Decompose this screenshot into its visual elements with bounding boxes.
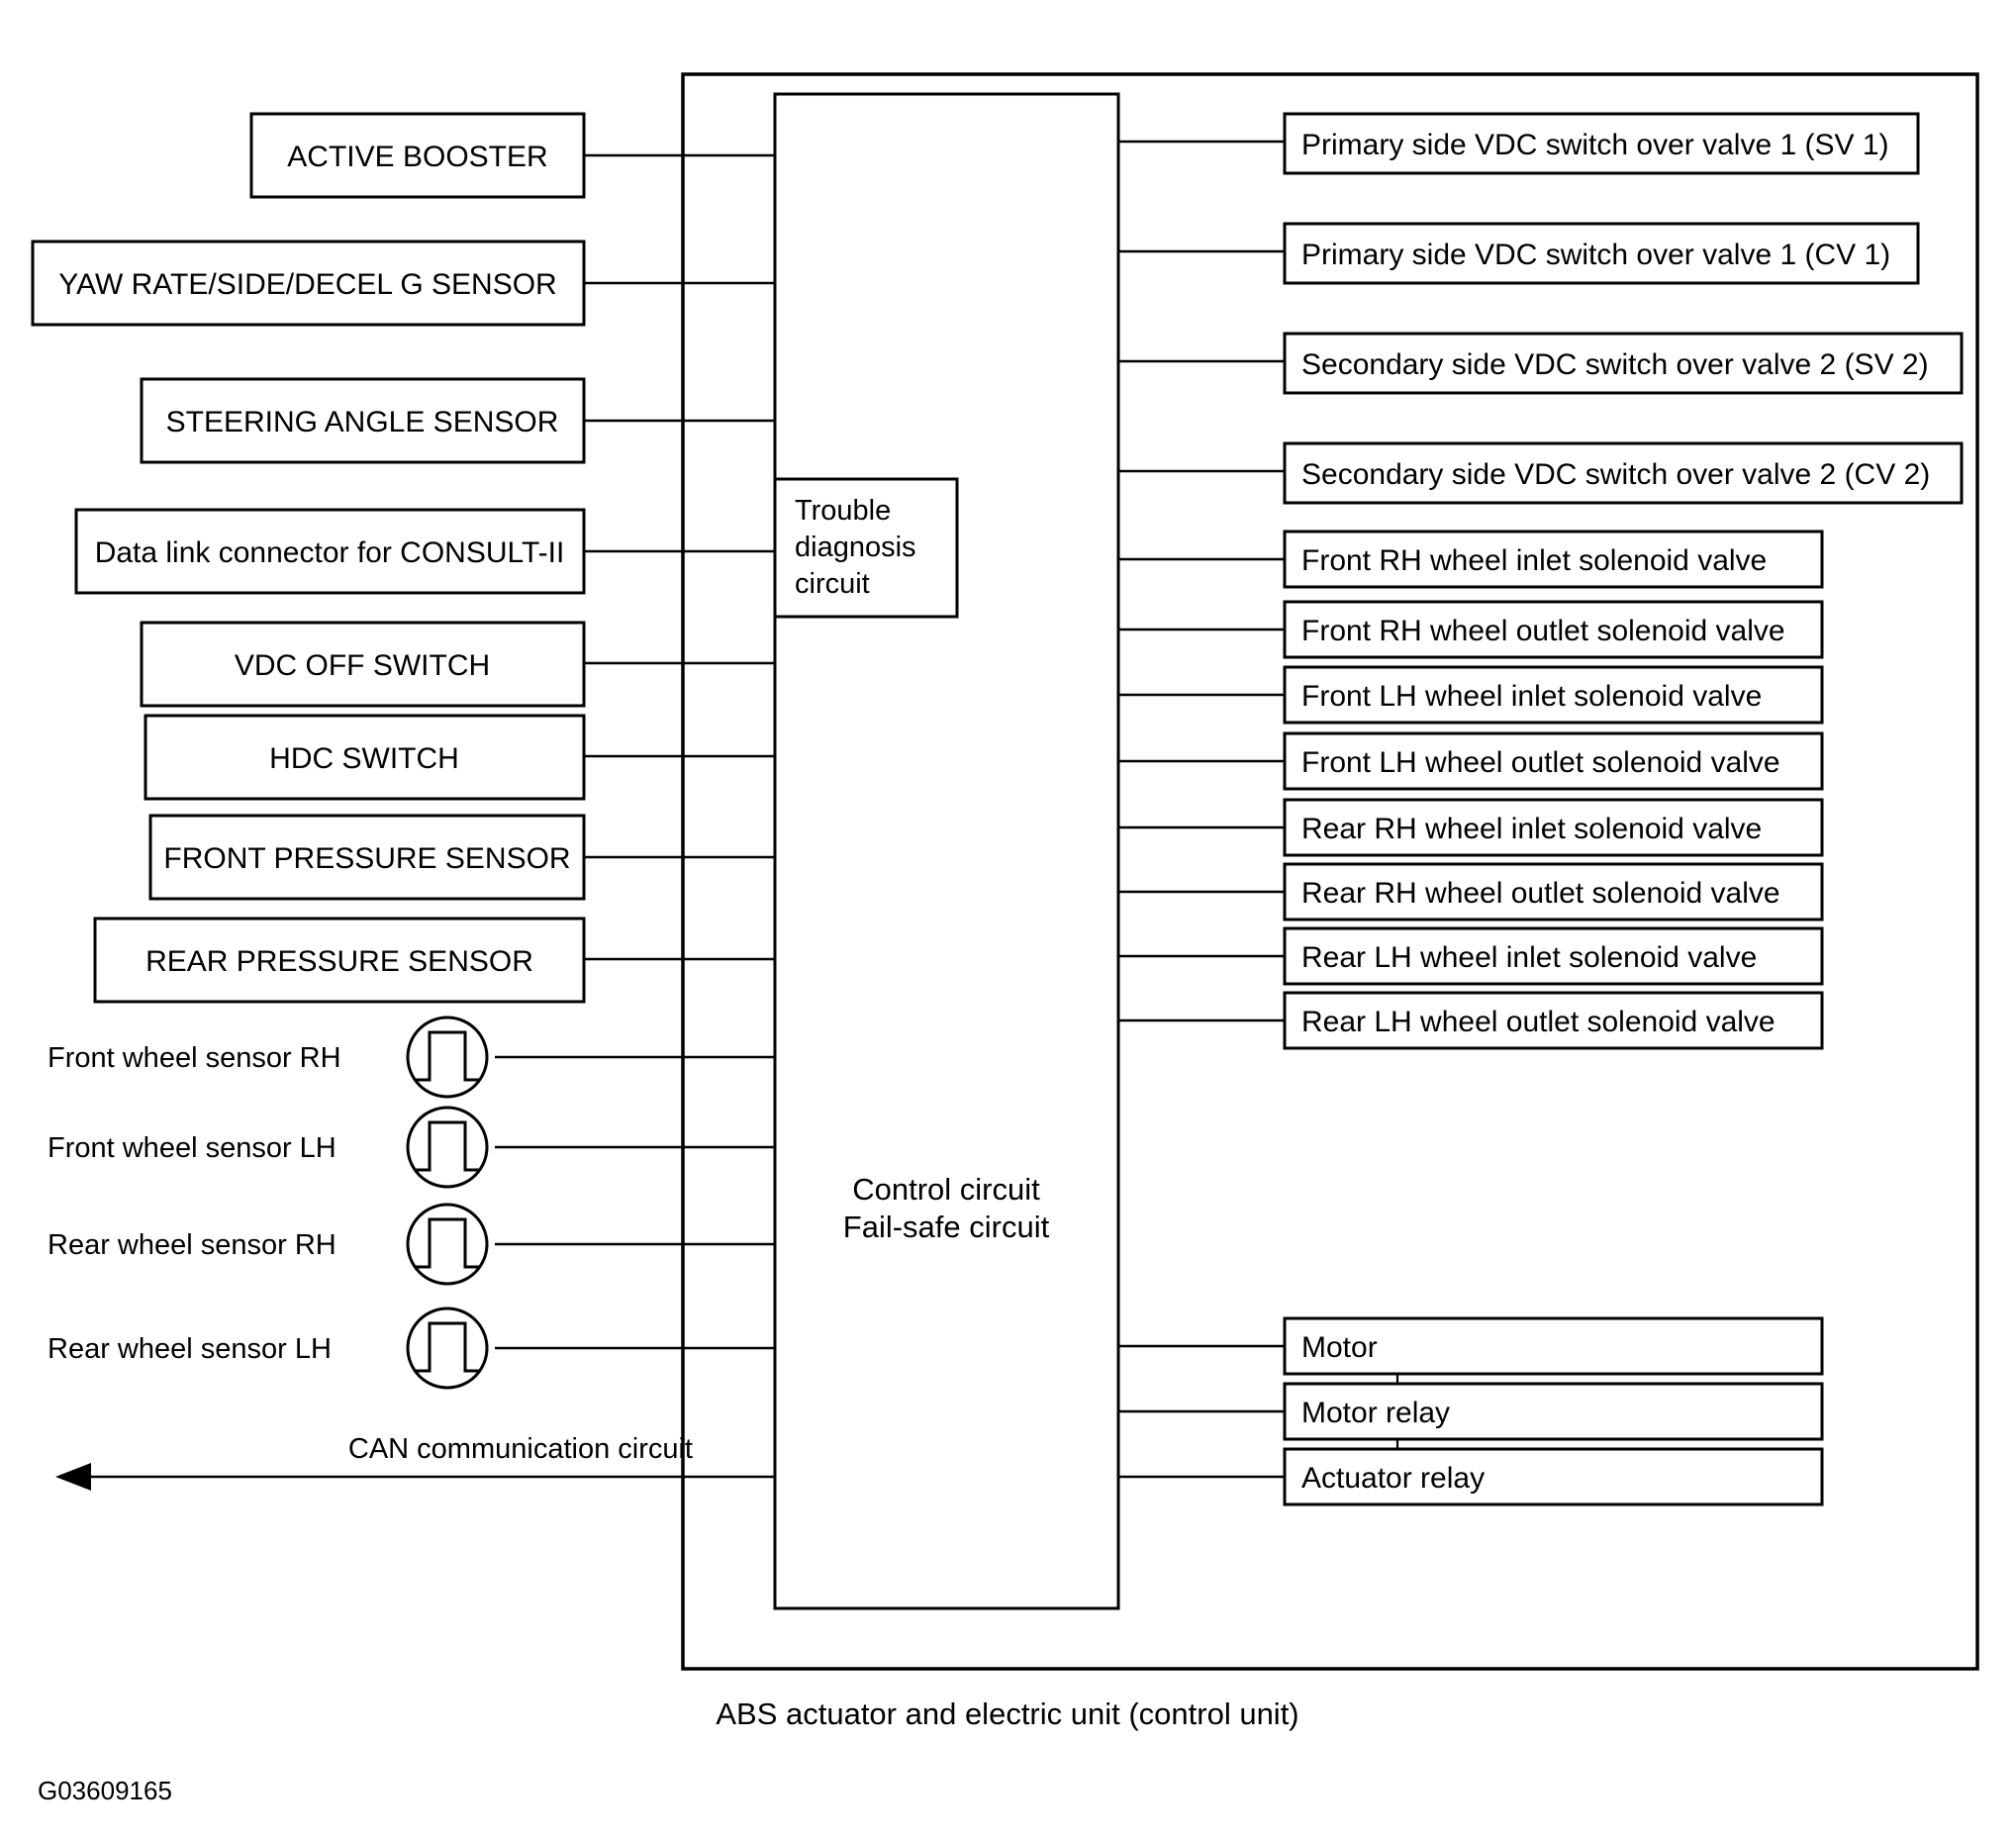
arrow-head-icon: [55, 1463, 91, 1491]
output-label: Front RH wheel inlet solenoid valve: [1301, 544, 1767, 577]
control-circuit-line1: Control circuit: [852, 1172, 1040, 1207]
output-block-motor-relay[interactable]: Motor relay: [1283, 1382, 1824, 1441]
wheel-sensor-label: Front wheel sensor LH: [48, 1132, 336, 1164]
output-block-rear-lh-outlet[interactable]: Rear LH wheel outlet solenoid valve: [1283, 991, 1824, 1050]
input-label: STEERING ANGLE SENSOR: [166, 406, 559, 438]
control-circuit-block[interactable]: Control circuit Fail-safe circuit: [773, 92, 1120, 1610]
pulse-waveform-icon: [416, 1321, 479, 1373]
input-label: YAW RATE/SIDE/DECEL G SENSOR: [58, 268, 556, 301]
output-block-rear-rh-inlet[interactable]: Rear RH wheel inlet solenoid valve: [1283, 798, 1824, 857]
input-block-data-link-connector[interactable]: Data link connector for CONSULT-II: [74, 508, 586, 595]
output-label: Rear LH wheel outlet solenoid valve: [1301, 1006, 1776, 1038]
output-block-sv1[interactable]: Primary side VDC switch over valve 1 (SV…: [1283, 112, 1920, 175]
output-label: Secondary side VDC switch over valve 2 (…: [1301, 348, 1929, 381]
input-block-hdc-switch[interactable]: HDC SWITCH: [144, 714, 586, 801]
output-label: Motor: [1301, 1331, 1378, 1364]
wheel-sensor-label: Front wheel sensor RH: [48, 1042, 341, 1074]
figure-id: G03609165: [38, 1776, 172, 1805]
can-communication-label: CAN communication circuit: [348, 1433, 693, 1465]
input-label: ACTIVE BOOSTER: [287, 141, 547, 173]
output-label: Motor relay: [1301, 1397, 1450, 1429]
wheel-sensor-front-rh[interactable]: Front wheel sensor RH: [48, 1016, 489, 1099]
trouble-diagnosis-line1: Trouble: [795, 495, 891, 527]
input-block-vdc-off-switch[interactable]: VDC OFF SWITCH: [140, 621, 586, 708]
input-label: REAR PRESSURE SENSOR: [145, 945, 533, 978]
output-label: Primary side VDC switch over valve 1 (CV…: [1301, 239, 1890, 271]
output-label: Primary side VDC switch over valve 1 (SV…: [1301, 129, 1889, 161]
sensor-circle-icon: [406, 1106, 489, 1189]
input-block-front-pressure-sensor[interactable]: FRONT PRESSURE SENSOR: [148, 814, 586, 901]
output-label: Front LH wheel inlet solenoid valve: [1301, 680, 1762, 713]
output-label: Front LH wheel outlet solenoid valve: [1301, 746, 1780, 779]
input-label: HDC SWITCH: [269, 742, 459, 775]
right-output-wires: [1118, 140, 1285, 1479]
sensor-circle-icon: [406, 1307, 489, 1390]
input-block-yaw-rate-sensor[interactable]: YAW RATE/SIDE/DECEL G SENSOR: [31, 240, 586, 327]
pulse-waveform-icon: [416, 1217, 479, 1269]
output-label: Rear RH wheel inlet solenoid valve: [1301, 813, 1762, 845]
pulse-waveform-icon: [416, 1030, 479, 1082]
wheel-sensor-label: Rear wheel sensor RH: [48, 1229, 336, 1261]
wheel-sensor-front-lh[interactable]: Front wheel sensor LH: [48, 1106, 489, 1189]
output-label: Front RH wheel outlet solenoid valve: [1301, 615, 1785, 647]
wheel-sensor-rear-rh[interactable]: Rear wheel sensor RH: [48, 1203, 489, 1286]
sensor-circle-icon: [406, 1203, 489, 1286]
trouble-diagnosis-line2: diagnosis: [795, 532, 916, 563]
abs-actuator-enclosure: [681, 72, 1979, 1671]
wheel-sensor-rear-lh[interactable]: Rear wheel sensor LH: [48, 1307, 489, 1390]
output-block-front-rh-inlet[interactable]: Front RH wheel inlet solenoid valve: [1283, 530, 1824, 589]
output-block-actuator-relay[interactable]: Actuator relay: [1283, 1447, 1824, 1506]
can-communication-arrow: [55, 1463, 775, 1491]
left-input-wires: [495, 153, 775, 1350]
output-label: Rear RH wheel outlet solenoid valve: [1301, 877, 1780, 910]
input-label: FRONT PRESSURE SENSOR: [163, 842, 570, 875]
output-block-rear-rh-outlet[interactable]: Rear RH wheel outlet solenoid valve: [1283, 862, 1824, 921]
trouble-diagnosis-line3: circuit: [795, 568, 870, 600]
output-block-front-lh-outlet[interactable]: Front LH wheel outlet solenoid valve: [1283, 731, 1824, 791]
input-block-steering-angle-sensor[interactable]: STEERING ANGLE SENSOR: [140, 377, 586, 464]
output-block-cv1[interactable]: Primary side VDC switch over valve 1 (CV…: [1283, 222, 1920, 285]
output-block-sv2[interactable]: Secondary side VDC switch over valve 2 (…: [1283, 332, 1964, 395]
output-block-front-rh-outlet[interactable]: Front RH wheel outlet solenoid valve: [1283, 600, 1824, 659]
pulse-waveform-icon: [416, 1120, 479, 1172]
output-block-motor[interactable]: Motor: [1283, 1316, 1824, 1376]
input-block-rear-pressure-sensor[interactable]: REAR PRESSURE SENSOR: [93, 917, 586, 1004]
input-label: Data link connector for CONSULT-II: [95, 536, 565, 569]
output-label: Actuator relay: [1301, 1462, 1485, 1495]
output-label: Secondary side VDC switch over valve 2 (…: [1301, 458, 1930, 491]
output-block-rear-lh-inlet[interactable]: Rear LH wheel inlet solenoid valve: [1283, 926, 1824, 986]
output-block-cv2[interactable]: Secondary side VDC switch over valve 2 (…: [1283, 441, 1964, 505]
sensor-circle-icon: [406, 1016, 489, 1099]
output-label: Rear LH wheel inlet solenoid valve: [1301, 941, 1757, 974]
output-block-front-lh-inlet[interactable]: Front LH wheel inlet solenoid valve: [1283, 665, 1824, 725]
input-label: VDC OFF SWITCH: [235, 649, 490, 682]
wheel-sensor-label: Rear wheel sensor LH: [48, 1333, 332, 1365]
control-circuit-line2: Fail-safe circuit: [843, 1210, 1050, 1244]
trouble-diagnosis-block[interactable]: Trouble diagnosis circuit: [773, 477, 959, 619]
diagram-caption: ABS actuator and electric unit (control …: [716, 1696, 1298, 1731]
input-block-active-booster[interactable]: ACTIVE BOOSTER: [249, 112, 586, 199]
